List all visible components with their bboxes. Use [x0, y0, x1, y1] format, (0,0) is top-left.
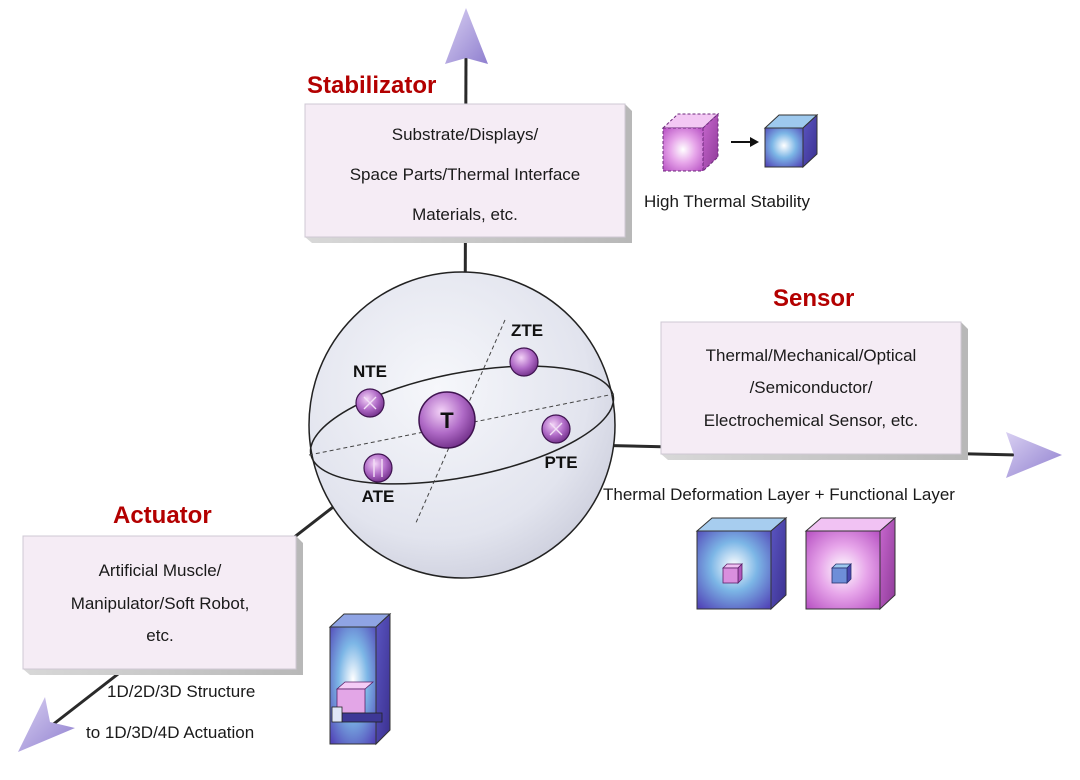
- sensor-title: Sensor: [773, 285, 854, 312]
- actuator-line-2: Manipulator/Soft Robot,: [71, 594, 250, 613]
- stabilizator-box: [304, 103, 626, 238]
- actuator-block-icon: [328, 612, 392, 746]
- stabilizator-line-3: Materials, etc.: [412, 205, 518, 224]
- actuator-caption-line-1: 1D/2D/3D Structure: [107, 682, 255, 701]
- actuator-line-3: etc.: [146, 626, 173, 645]
- stabilizator-line-1: Substrate/Displays/: [392, 125, 539, 144]
- sensor-line-2: /Semiconductor/: [750, 378, 873, 397]
- sensor-box: [660, 321, 962, 455]
- ate-node: [363, 453, 393, 483]
- arrow-right-small-icon: [731, 137, 759, 147]
- pte-label: PTE: [544, 453, 577, 472]
- sphere-group: T NTE ZTE PTE ATE: [308, 271, 616, 579]
- actuator-box: [22, 535, 297, 670]
- stabilizator-title: Stabilizator: [307, 72, 436, 99]
- stabilizator-caption: High Thermal Stability: [644, 192, 810, 211]
- actuator-caption-line-2: to 1D/3D/4D Actuation: [86, 723, 254, 742]
- center-label: T: [440, 408, 454, 433]
- arrow-right-icon: [1006, 432, 1062, 478]
- center-node: [418, 391, 476, 449]
- pink-layered-cube-icon: [804, 516, 897, 611]
- sensor-group: Sensor Thermal/Mechanical/Optical /Semic…: [603, 285, 968, 611]
- solid-cube-icon: [763, 113, 819, 169]
- nte-label: NTE: [353, 362, 387, 381]
- sensor-line-3: Electrochemical Sensor, etc.: [704, 411, 918, 430]
- dashed-cube-icon: [661, 112, 720, 173]
- actuator-line-1: Artificial Muscle/: [99, 561, 222, 580]
- ate-label: ATE: [362, 487, 395, 506]
- actuator-title: Actuator: [113, 502, 212, 529]
- blue-layered-cube-icon: [695, 516, 788, 611]
- stabilizator-group: Stabilizator Substrate/Displays/ Space P…: [304, 72, 819, 243]
- actuator-group: Actuator Artificial Muscle/ Manipulator/…: [22, 502, 392, 746]
- arrow-down-left-icon: [18, 697, 75, 752]
- stabilizator-line-2: Space Parts/Thermal Interface: [350, 165, 581, 184]
- zte-label: ZTE: [511, 321, 543, 340]
- sensor-caption: Thermal Deformation Layer + Functional L…: [603, 485, 955, 504]
- arrow-up-icon: [445, 8, 488, 64]
- zte-node: [509, 347, 539, 377]
- sensor-line-1: Thermal/Mechanical/Optical: [706, 346, 917, 365]
